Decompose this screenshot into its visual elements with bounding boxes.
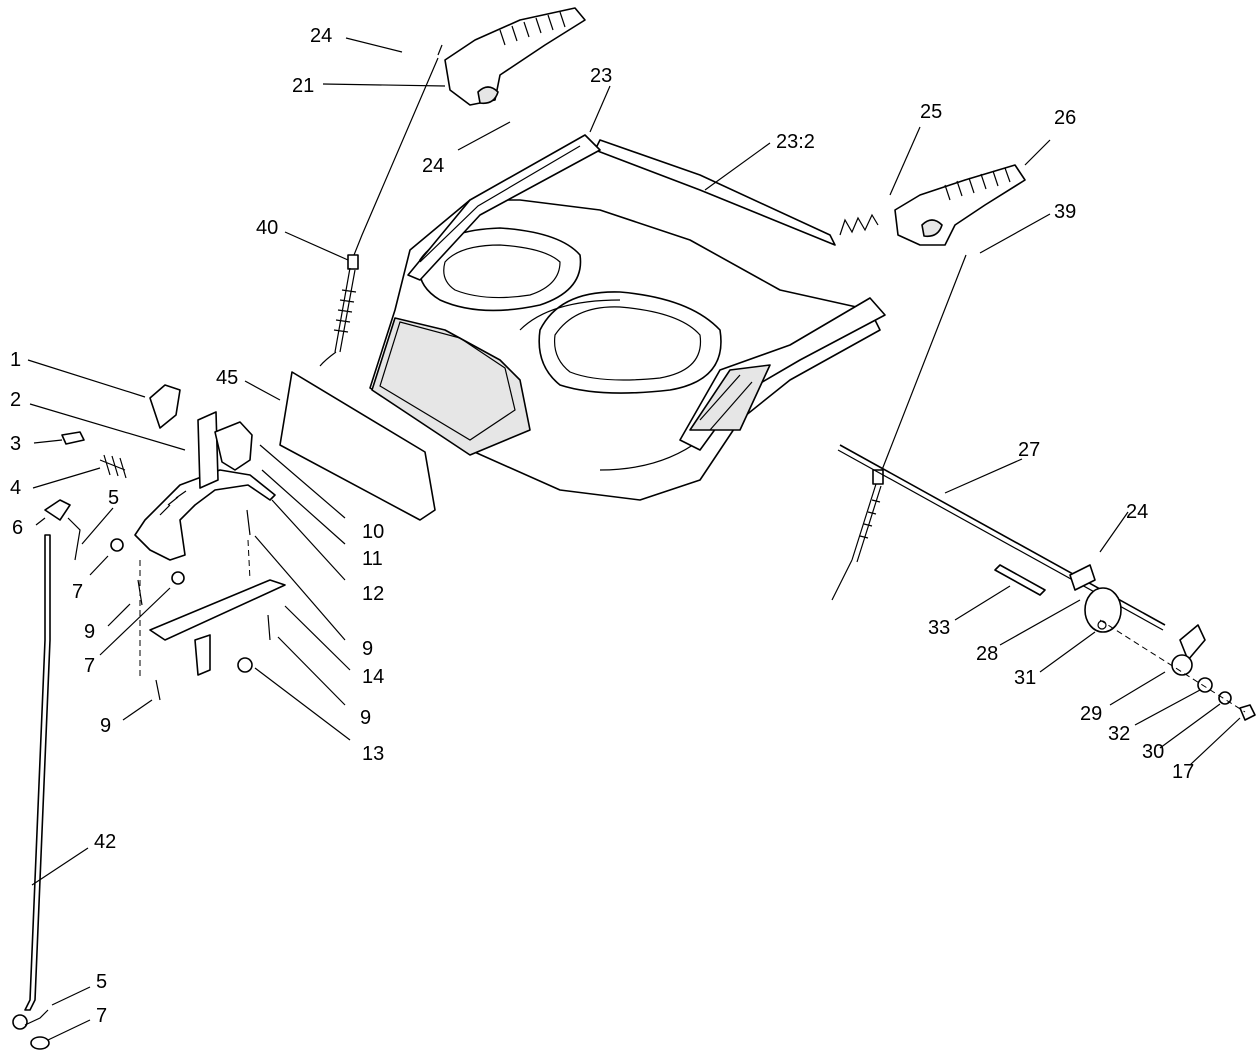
- callout-45: 45: [216, 367, 238, 389]
- callout-24-middle: 24: [422, 155, 444, 177]
- callout-3: 3: [10, 433, 21, 455]
- callout-27: 27: [1018, 439, 1040, 461]
- spring: [839, 213, 879, 236]
- callout-39: 39: [1054, 201, 1076, 223]
- chute-control-rod: [12, 534, 51, 1050]
- callout-42: 42: [94, 831, 116, 853]
- leader-lines: [27, 37, 1241, 1041]
- callout-10: 10: [362, 521, 384, 543]
- callout-11: 11: [362, 548, 383, 570]
- callout-23-2: 23:2: [776, 131, 815, 153]
- callout-33: 33: [928, 617, 950, 639]
- callout-labels: 24 21 23 23:2 25 26 39 24 40 1 45 2 3 4 …: [10, 25, 1194, 1027]
- right-handle-grip: [894, 164, 1026, 246]
- callout-14: 14: [362, 666, 384, 688]
- callout-24-right: 24: [1126, 501, 1148, 523]
- callout-31: 31: [1014, 667, 1036, 689]
- callout-24-top: 24: [310, 25, 332, 47]
- right-handle-rail: [679, 297, 886, 451]
- callout-1: 1: [10, 349, 21, 371]
- control-panel-housing: [369, 199, 881, 501]
- callout-7-upper: 7: [72, 581, 83, 603]
- callout-9-right-lower: 9: [360, 707, 371, 729]
- callout-32: 32: [1108, 723, 1130, 745]
- callout-6: 6: [12, 517, 23, 539]
- callout-5-upper: 5: [108, 487, 119, 509]
- callout-4: 4: [10, 477, 21, 499]
- callout-23: 23: [590, 65, 612, 87]
- callout-40: 40: [256, 217, 278, 239]
- callout-28: 28: [976, 643, 998, 665]
- callout-2: 2: [10, 389, 21, 411]
- callout-9-left: 9: [84, 621, 95, 643]
- callout-5-lower: 5: [96, 971, 107, 993]
- left-handle-grip: [437, 7, 586, 106]
- callout-9-right-upper: 9: [362, 638, 373, 660]
- callout-7-lower: 7: [96, 1005, 107, 1027]
- callout-7-middle: 7: [84, 655, 95, 677]
- shift-quadrant: [44, 384, 286, 701]
- callout-21: 21: [292, 75, 314, 97]
- shaft-assembly: [837, 444, 1256, 721]
- callout-13: 13: [362, 743, 384, 765]
- callout-12: 12: [362, 583, 384, 605]
- callout-25: 25: [920, 101, 942, 123]
- callout-9-lower-left: 9: [100, 715, 111, 737]
- left-handle-rail: [407, 134, 601, 281]
- cables: [319, 57, 967, 601]
- plate: [279, 371, 436, 521]
- callout-17: 17: [1172, 761, 1194, 783]
- callout-26: 26: [1054, 107, 1076, 129]
- callout-29: 29: [1080, 703, 1102, 725]
- callout-30: 30: [1142, 741, 1164, 763]
